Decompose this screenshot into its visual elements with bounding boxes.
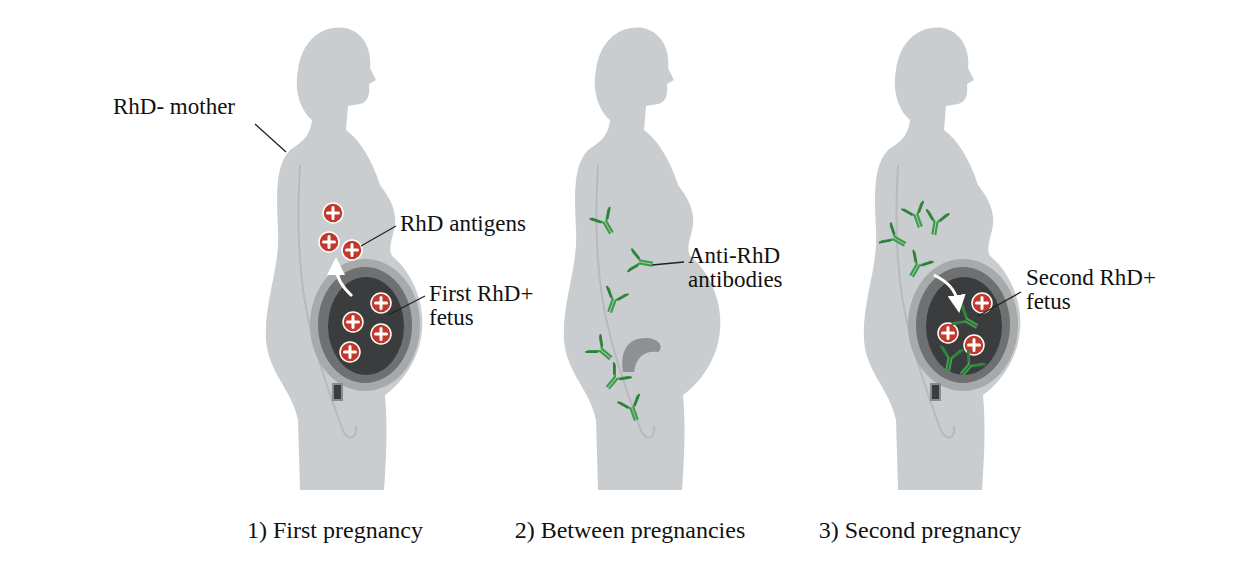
callout-label: First RhD+ fetus bbox=[429, 282, 549, 330]
panel-caption: 2) Between pregnancies bbox=[515, 518, 746, 543]
mother-figure bbox=[864, 28, 1021, 490]
leader-lines bbox=[255, 124, 1021, 316]
panel-caption: 1) First pregnancy bbox=[247, 518, 423, 543]
figure-label: RhD- mother bbox=[113, 95, 283, 119]
callout-label: Anti-RhD antibodies bbox=[688, 244, 828, 292]
mother-figure bbox=[266, 28, 423, 490]
callout-label: Second RhD+ fetus bbox=[1026, 266, 1176, 314]
panel-caption: 3) Second pregnancy bbox=[819, 518, 1022, 543]
callout-label: RhD antigens bbox=[400, 212, 560, 236]
